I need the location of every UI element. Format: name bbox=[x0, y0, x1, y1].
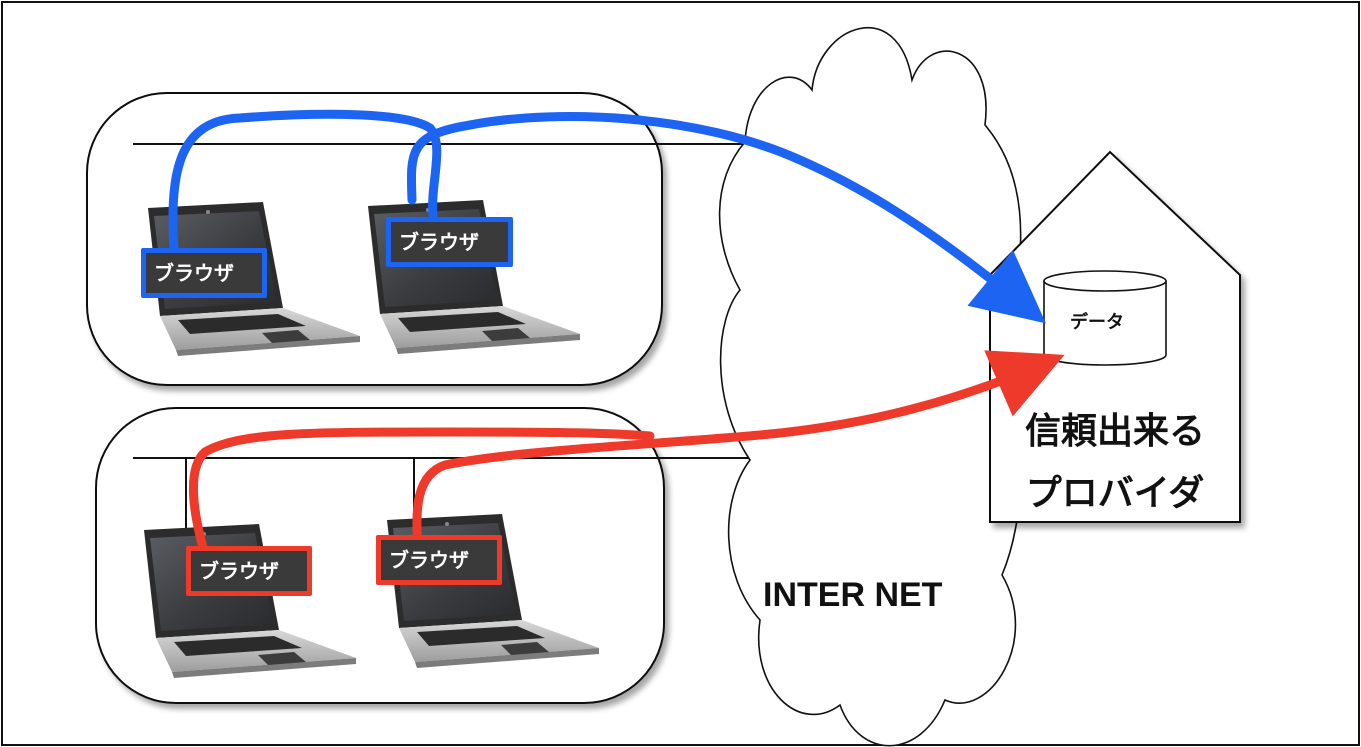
browser-label: ブラウザ bbox=[376, 535, 502, 585]
browser-label: ブラウザ bbox=[386, 217, 513, 267]
database-icon bbox=[1043, 270, 1167, 366]
database-label: データ bbox=[1070, 312, 1124, 333]
internet-label: INTER NET bbox=[763, 576, 943, 614]
internet-cloud bbox=[718, 26, 1022, 747]
browser-label: ブラウザ bbox=[141, 248, 267, 298]
blue-connection-line bbox=[168, 109, 442, 255]
red-connection-line bbox=[189, 427, 655, 560]
browser-label: ブラウザ bbox=[186, 546, 312, 596]
blue-connection-arrow bbox=[406, 112, 1046, 324]
provider-label-line2: プロバイダ bbox=[1025, 473, 1205, 514]
red-connection-arrow bbox=[412, 350, 1065, 553]
provider-label-line1: 信頼出来る bbox=[1024, 411, 1205, 452]
